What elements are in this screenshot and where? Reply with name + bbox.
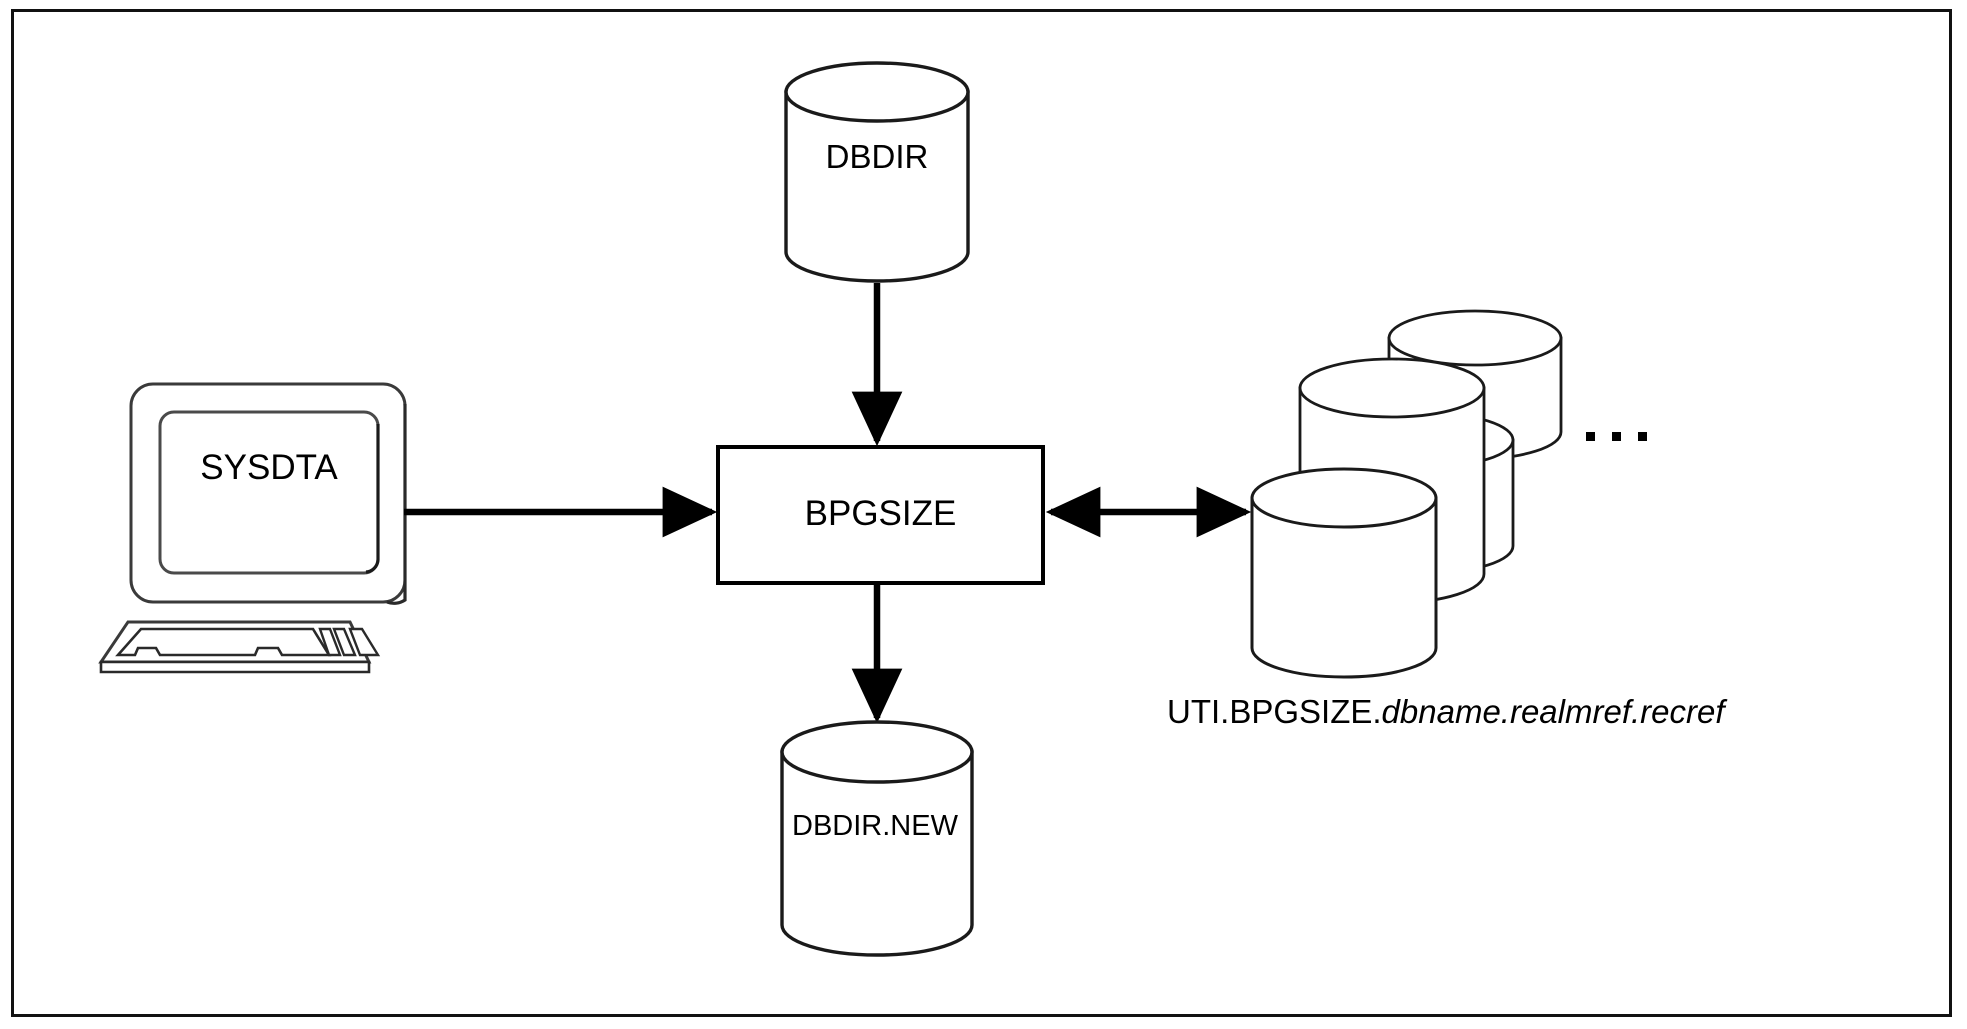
node-dbdir-new <box>780 720 974 957</box>
keyboard-base <box>99 660 371 674</box>
cluster-caption: UTI.BPGSIZE.dbname.realmref.recref <box>1167 695 1725 728</box>
dbdir-cylinder-body <box>784 90 970 283</box>
monitor-screen <box>158 410 380 575</box>
ellipsis-icon <box>1586 424 1656 450</box>
cluster-caption-plain: UTI.BPGSIZE. <box>1167 693 1382 730</box>
node-bpgsize-box <box>716 445 1045 585</box>
node-database-cluster <box>1250 309 1563 679</box>
cluster-cylinder-1-body <box>1250 496 1438 679</box>
bpgsize-label: BPGSIZE <box>804 494 957 533</box>
cluster-cylinder-1-top <box>1250 467 1438 529</box>
cluster-cylinder-4-top <box>1387 309 1563 367</box>
dbdirnew-cylinder-top <box>780 720 974 784</box>
keyboard-key-col-1 <box>318 627 342 657</box>
cluster-cylinder-2-top <box>1298 357 1486 419</box>
keyboard-numpad <box>348 627 381 657</box>
dbdir-cylinder-top <box>784 61 970 123</box>
sysdta-label: SYSDTA <box>200 448 338 487</box>
node-dbdir <box>784 61 970 283</box>
dbdir-new-label: DBDIR.NEW <box>792 810 958 842</box>
keyboard-key-col-2 <box>332 627 357 657</box>
monitor-shell-shadow <box>386 404 407 605</box>
node-sysdta-terminal <box>98 382 407 674</box>
cluster-caption-italic: dbname.realmref.recref <box>1381 693 1725 730</box>
dbdirnew-cylinder-body <box>780 750 974 957</box>
dbdir-label: DBDIR <box>825 138 929 175</box>
monitor-screen-shadow <box>365 424 380 574</box>
